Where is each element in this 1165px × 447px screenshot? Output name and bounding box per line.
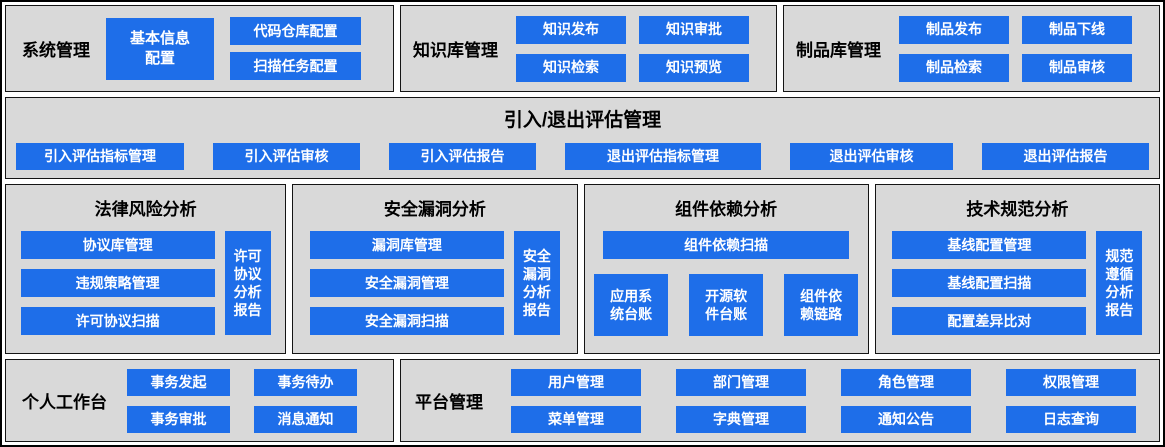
- license-scan-button[interactable]: 许可协议扫描: [20, 307, 215, 335]
- dependency-chain-button[interactable]: 组件依赖链路: [784, 274, 859, 336]
- violation-policy-button[interactable]: 违规策略管理: [20, 269, 215, 297]
- row-analysis: 法律风险分析 协议库管理 违规策略管理 许可协议扫描 许可协议分析报告 安全漏洞…: [5, 184, 1161, 354]
- panel-title-workbench: 个人工作台: [22, 393, 107, 412]
- baseline-config-mgmt-button[interactable]: 基线配置管理: [892, 231, 1087, 259]
- panel-dependency-analysis: 组件依赖分析 组件依赖扫描 应用系统台账 开源软件台账 组件依赖链路: [583, 184, 869, 354]
- legal-button-stack: 协议库管理 违规策略管理 许可协议扫描: [20, 231, 215, 335]
- dependency-button-row: 应用系统台账 开源软件台账 组件依赖链路: [594, 274, 859, 336]
- dependency-scan-button[interactable]: 组件依赖扫描: [603, 231, 850, 259]
- vuln-management-button[interactable]: 安全漏洞管理: [309, 269, 504, 297]
- knowledge-preview-button[interactable]: 知识预览: [639, 53, 749, 82]
- panel-title-standard: 技术规范分析: [966, 200, 1069, 219]
- vuln-analysis-report-button[interactable]: 安全漏洞分析报告: [513, 231, 560, 335]
- knowledge-publish-button[interactable]: 知识发布: [516, 15, 626, 44]
- platform-button-grid: 用户管理 部门管理 角色管理 权限管理 菜单管理 字典管理 通知公告 日志查询: [511, 368, 1136, 433]
- app-system-ledger-button[interactable]: 应用系统台账: [594, 274, 669, 336]
- panel-platform-management: 平台管理 用户管理 部门管理 角色管理 权限管理 菜单管理 字典管理 通知公告 …: [400, 359, 1160, 442]
- panel-tech-standard-analysis: 技术规范分析 基线配置管理 基线配置扫描 配置差异比对 规范遵循分析报告: [874, 184, 1161, 354]
- panel-title-legal: 法律风险分析: [94, 200, 197, 219]
- vuln-scan-button[interactable]: 安全漏洞扫描: [309, 307, 504, 335]
- artifact-review-button[interactable]: 制品审核: [1022, 53, 1132, 82]
- exit-eval-report-button[interactable]: 退出评估报告: [982, 143, 1149, 170]
- knowledge-button-grid: 知识发布 知识审批 知识检索 知识预览: [516, 15, 749, 82]
- panel-artifact-repo: 制品库管理 制品发布 制品下线 制品检索 制品审核: [783, 5, 1160, 92]
- standard-body: 基线配置管理 基线配置扫描 配置差异比对 规范遵循分析报告: [892, 231, 1143, 335]
- row-top: 系统管理 基本信息配置 代码仓库配置 扫描任务配置 知识库管理 知识发布 知识审…: [5, 5, 1160, 92]
- message-notice-button[interactable]: 消息通知: [254, 405, 357, 433]
- menu-management-button[interactable]: 菜单管理: [511, 405, 641, 433]
- import-eval-report-button[interactable]: 引入评估报告: [389, 143, 536, 170]
- standard-compliance-report-button[interactable]: 规范遵循分析报告: [1096, 231, 1143, 335]
- exit-eval-metrics-button[interactable]: 退出评估指标管理: [565, 143, 761, 170]
- panel-legal-risk-analysis: 法律风险分析 协议库管理 违规策略管理 许可协议扫描 许可协议分析报告: [5, 184, 287, 354]
- task-todo-button[interactable]: 事务待办: [254, 368, 357, 396]
- exit-eval-review-button[interactable]: 退出评估审核: [790, 143, 953, 170]
- panel-title-system: 系统管理: [22, 41, 90, 60]
- row-bottom: 个人工作台 事务发起 事务待办 事务审批 消息通知 平台管理 用户管理 部门管理…: [5, 359, 1160, 442]
- task-initiate-button[interactable]: 事务发起: [127, 368, 230, 396]
- panel-title-artifact: 制品库管理: [796, 41, 881, 60]
- user-management-button[interactable]: 用户管理: [511, 368, 641, 396]
- baseline-config-scan-button[interactable]: 基线配置扫描: [892, 269, 1087, 297]
- permission-management-button[interactable]: 权限管理: [1006, 368, 1136, 396]
- panel-knowledge-base: 知识库管理 知识发布 知识审批 知识检索 知识预览: [400, 5, 777, 92]
- dependency-body: 组件依赖扫描 应用系统台账 开源软件台账 组件依赖链路: [594, 231, 859, 336]
- panel-title-security: 安全漏洞分析: [383, 200, 486, 219]
- panel-evaluation-management: 引入/退出评估管理 引入评估指标管理 引入评估审核 引入评估报告 退出评估指标管…: [5, 97, 1160, 179]
- code-repo-config-button[interactable]: 代码仓库配置: [230, 17, 361, 45]
- artifact-button-grid: 制品发布 制品下线 制品检索 制品审核: [899, 15, 1132, 82]
- panel-title-evaluation: 引入/退出评估管理: [503, 110, 662, 131]
- security-body: 漏洞库管理 安全漏洞管理 安全漏洞扫描 安全漏洞分析报告: [309, 231, 560, 335]
- system-button-stack: 代码仓库配置 扫描任务配置: [230, 17, 361, 80]
- panel-title-platform: 平台管理: [415, 393, 483, 412]
- panel-title-knowledge: 知识库管理: [413, 41, 498, 60]
- vuln-library-button[interactable]: 漏洞库管理: [309, 231, 504, 259]
- legal-body: 协议库管理 违规策略管理 许可协议扫描 许可协议分析报告: [20, 231, 271, 335]
- artifact-search-button[interactable]: 制品检索: [899, 53, 1009, 82]
- panel-system-management: 系统管理 基本信息配置 代码仓库配置 扫描任务配置: [5, 5, 394, 92]
- workbench-button-grid: 事务发起 事务待办 事务审批 消息通知: [127, 368, 357, 433]
- license-analysis-report-button[interactable]: 许可协议分析报告: [224, 231, 271, 335]
- artifact-publish-button[interactable]: 制品发布: [899, 15, 1009, 44]
- standard-button-stack: 基线配置管理 基线配置扫描 配置差异比对: [892, 231, 1087, 335]
- config-diff-compare-button[interactable]: 配置差异比对: [892, 307, 1087, 335]
- row-evaluation: 引入/退出评估管理 引入评估指标管理 引入评估审核 引入评估报告 退出评估指标管…: [5, 97, 1160, 179]
- basic-info-config-button[interactable]: 基本信息配置: [106, 17, 214, 80]
- notice-announcement-button[interactable]: 通知公告: [841, 405, 971, 433]
- panel-personal-workbench: 个人工作台 事务发起 事务待办 事务审批 消息通知: [5, 359, 394, 442]
- panel-security-vuln-analysis: 安全漏洞分析 漏洞库管理 安全漏洞管理 安全漏洞扫描 安全漏洞分析报告: [292, 184, 578, 354]
- import-eval-metrics-button[interactable]: 引入评估指标管理: [16, 143, 184, 170]
- task-approve-button[interactable]: 事务审批: [127, 405, 230, 433]
- oss-ledger-button[interactable]: 开源软件台账: [689, 274, 764, 336]
- scan-task-config-button[interactable]: 扫描任务配置: [230, 52, 361, 80]
- security-button-stack: 漏洞库管理 安全漏洞管理 安全漏洞扫描: [309, 231, 504, 335]
- role-management-button[interactable]: 角色管理: [841, 368, 971, 396]
- knowledge-search-button[interactable]: 知识检索: [516, 53, 626, 82]
- log-query-button[interactable]: 日志查询: [1006, 405, 1136, 433]
- department-management-button[interactable]: 部门管理: [676, 368, 806, 396]
- evaluation-button-row: 引入评估指标管理 引入评估审核 引入评估报告 退出评估指标管理 退出评估审核 退…: [6, 143, 1159, 170]
- dictionary-management-button[interactable]: 字典管理: [676, 405, 806, 433]
- panel-title-dependency: 组件依赖分析: [675, 200, 778, 219]
- knowledge-approve-button[interactable]: 知识审批: [639, 15, 749, 44]
- artifact-offline-button[interactable]: 制品下线: [1022, 15, 1132, 44]
- import-eval-review-button[interactable]: 引入评估审核: [213, 143, 360, 170]
- protocol-library-button[interactable]: 协议库管理: [20, 231, 215, 259]
